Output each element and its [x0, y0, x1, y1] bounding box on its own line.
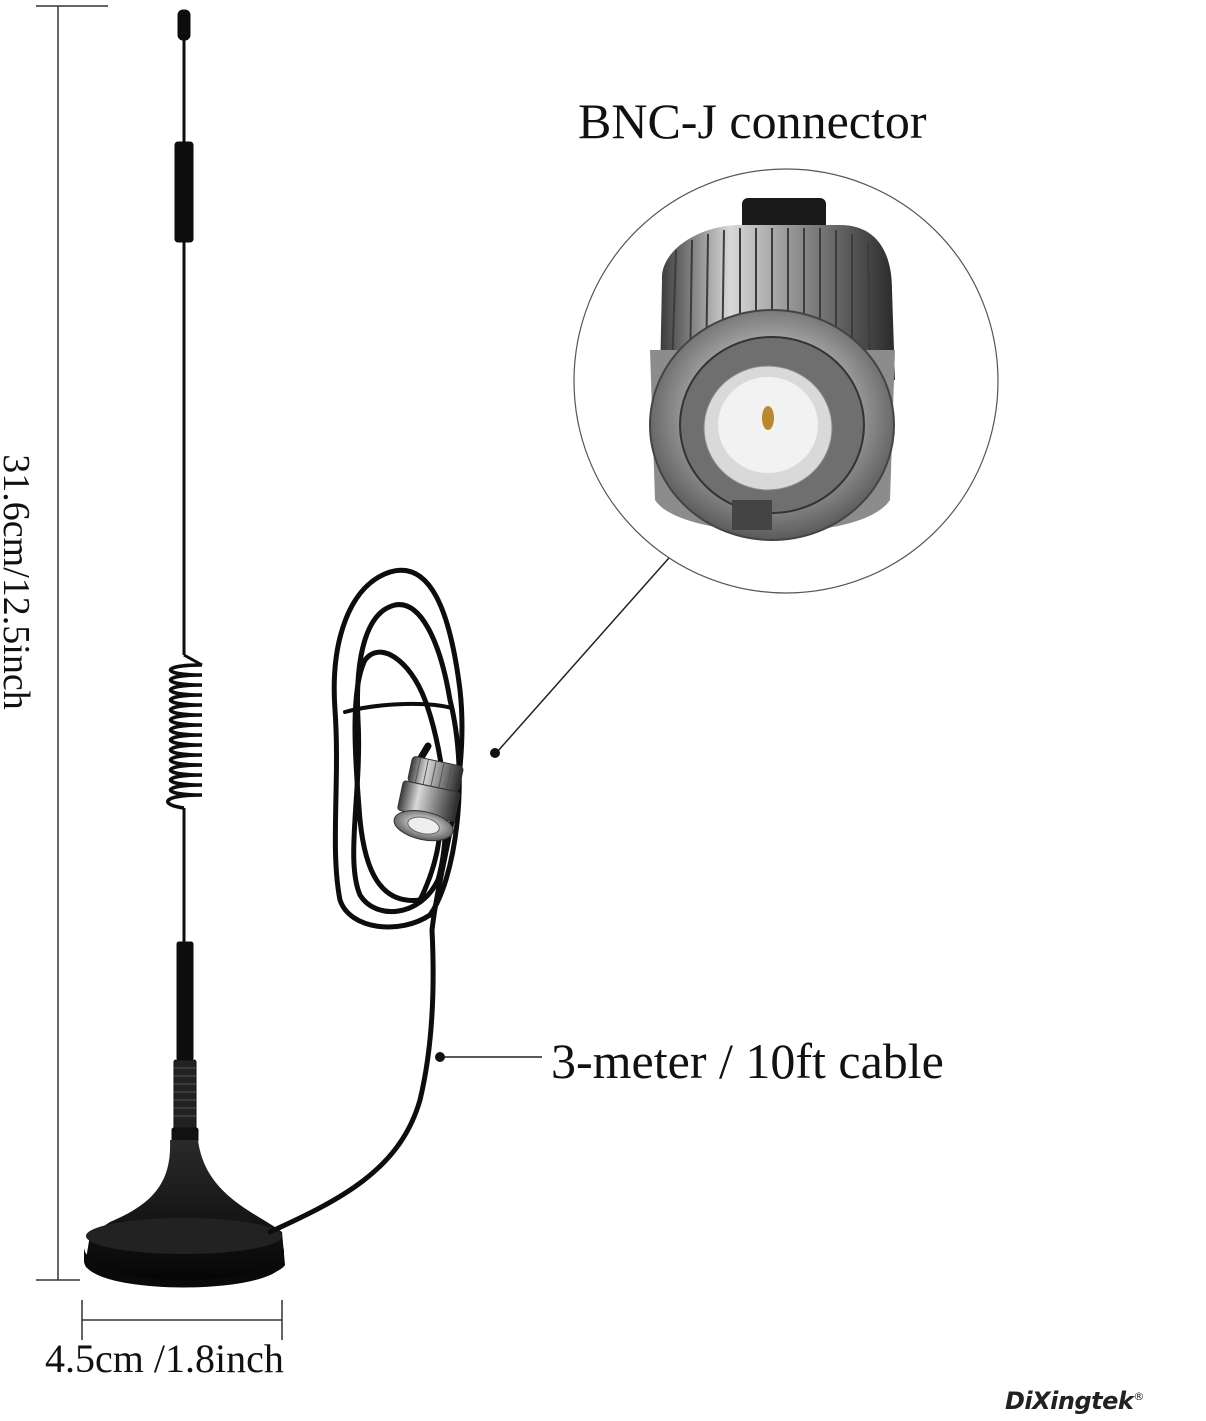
width-dimension-line: [81, 1300, 283, 1340]
registered-mark: ®: [1133, 1390, 1144, 1403]
bnc-connector-closeup: [573, 168, 999, 594]
magnetic-base: [84, 1140, 285, 1288]
antenna-whip: [174, 9, 203, 667]
brand-name: DiXingtek: [1005, 1387, 1134, 1415]
cable-length-label: 3-meter / 10ft cable: [551, 1033, 944, 1089]
cable-bnc-connector: [393, 756, 464, 842]
height-dimension-line: [36, 5, 108, 1281]
antenna-spring-coil: [166, 663, 203, 810]
base-width-label: 4.5cm /1.8inch: [45, 1336, 284, 1381]
antenna-height-label: 31.6cm/12.5inch: [0, 454, 37, 710]
coax-cable: [267, 567, 465, 1235]
antenna-lower-mast: [171, 808, 199, 1143]
cable-callout-line: [435, 1052, 542, 1062]
brand-logo: DiXingtek®: [1005, 1387, 1144, 1415]
connector-callout-line: [490, 549, 677, 758]
connector-title: BNC-J connector: [578, 93, 927, 149]
